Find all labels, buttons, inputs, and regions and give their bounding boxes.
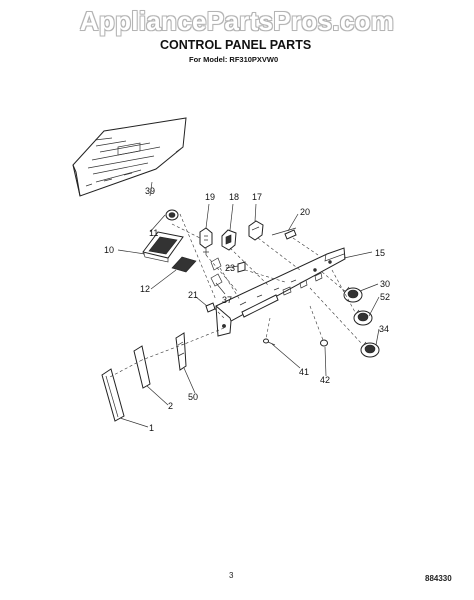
callout-10: 10: [104, 245, 114, 255]
knob-52: [353, 309, 373, 326]
switch-19: [199, 227, 213, 255]
callout-20: 20: [300, 207, 310, 217]
callout-42: 42: [320, 375, 330, 385]
switch-17: [248, 220, 264, 241]
model-subtitle: For Model: RF310PXVW0: [189, 55, 279, 64]
knob-30: [343, 286, 363, 303]
callout-labels: 39 19 18 17 20 11 10 15 23 12 37 21 30 5…: [104, 186, 390, 433]
screw-41: [263, 338, 276, 346]
callout-37: 37: [222, 295, 232, 305]
callout-21: 21: [188, 290, 198, 300]
leader-lines: [117, 181, 380, 428]
callout-19: 19: [205, 192, 215, 202]
callout-39: 39: [145, 186, 155, 196]
callout-2: 2: [168, 401, 173, 411]
terminal-block: [237, 261, 246, 273]
callout-1: 1: [149, 423, 154, 433]
callout-34: 34: [379, 324, 389, 334]
control-panel: [215, 247, 346, 337]
callout-17: 17: [252, 192, 262, 202]
grommet-42: [320, 339, 328, 347]
end-cap-1: [101, 368, 125, 422]
callout-12: 12: [140, 284, 150, 294]
thermostat-probe: [271, 227, 297, 240]
screw-21: [205, 302, 216, 313]
page-title: CONTROL PANEL PARTS: [160, 38, 312, 52]
document-code: 884330: [425, 574, 452, 583]
watermark-text: AppliancePartsPros.com: [79, 6, 395, 36]
switch-18: [221, 229, 237, 251]
callout-50: 50: [188, 392, 198, 402]
callout-41: 41: [299, 367, 309, 377]
end-bracket-2: [133, 345, 151, 389]
callout-18: 18: [229, 192, 239, 202]
knob-34: [360, 341, 380, 358]
small-bulb-socket: [165, 209, 179, 221]
backguard-panel: [72, 117, 187, 197]
page-number: 3: [229, 571, 234, 580]
callout-23: 23: [225, 263, 235, 273]
retainer-clip: [210, 257, 223, 287]
light-lens-insert: [171, 256, 197, 273]
callout-52: 52: [380, 292, 390, 302]
callout-15: 15: [375, 248, 385, 258]
callout-30: 30: [380, 279, 390, 289]
callout-11: 11: [149, 228, 158, 238]
lens-frame: [142, 231, 184, 263]
end-bracket-50: [175, 332, 187, 371]
assembly-guidelines: [107, 213, 363, 379]
